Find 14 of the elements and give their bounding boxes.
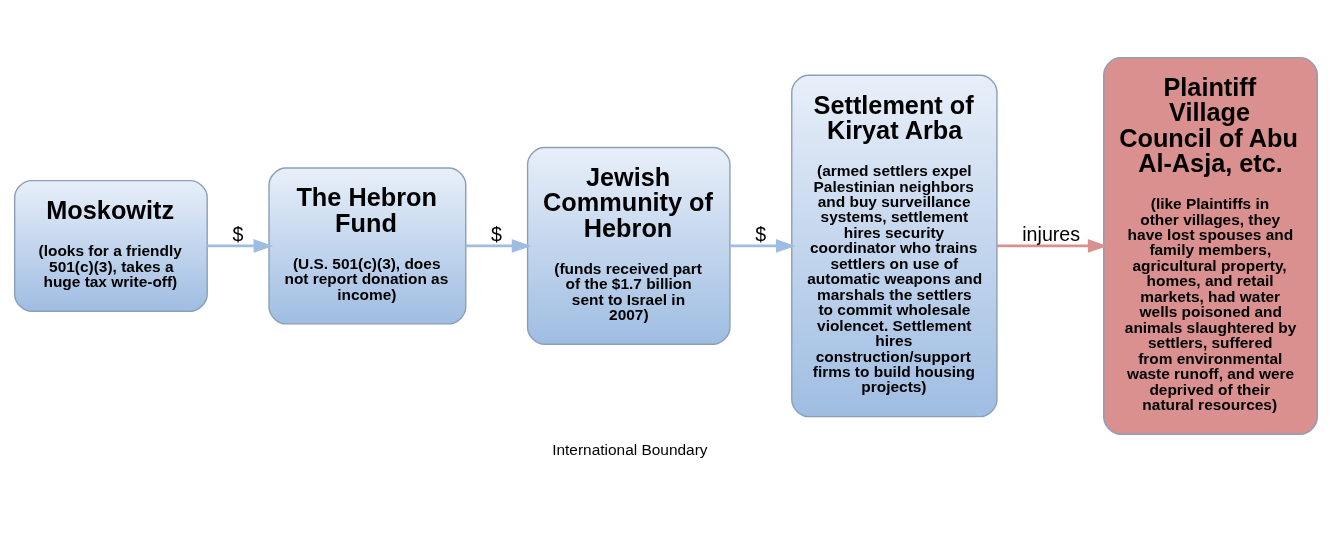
label: International Boundary	[552, 440, 708, 458]
arrow	[997, 238, 1108, 253]
node-box: Plaintiff Village Council of Abu Al-Asja, etc. (like Plaintiffs in other villages, they have lost spouses and family members, agricultural property, homes, and retail markets, had water wells poisoned and animals slaughtered by settlers, suffered from environmental waste runoff, and were deprived of their natural resources)	[1103, 56, 1319, 435]
arrow	[730, 238, 796, 253]
edge-label: $	[491, 222, 502, 245]
node-box: The Hebron Fund (U.S. 501(c)(3), does not report donation as income)	[268, 166, 467, 325]
node-box: Jewish Community of Hebron (funds received part of the $1.7 billion sent to Israel in 2007)	[526, 146, 731, 345]
node-box: Moskowitz (looks for a friendly 501(c)(3), takes a huge tax write-off)	[13, 179, 208, 312]
edge-label: $	[755, 222, 767, 245]
edge-label: injures	[1022, 222, 1081, 245]
arrow	[207, 238, 274, 253]
arrow	[465, 238, 532, 253]
node-box: Settlement of Kiryat Arba (armed settlers expel Palestinian neighbors and buy surveillance systems, settlement hires security coordinator who trains settlers on use of automatic weapons and marshals the settlers to commit wholesale violencet. Settlement hires construction/support firms to build housing projects)	[791, 74, 998, 417]
edge-label: $	[232, 222, 244, 245]
